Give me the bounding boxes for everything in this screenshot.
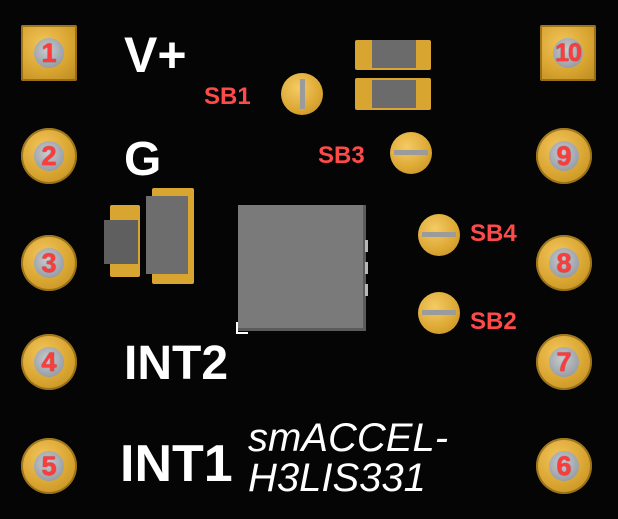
resistor-top-body — [372, 40, 416, 68]
pin-6-hole — [549, 451, 579, 481]
pin-2-label: 2 — [41, 140, 57, 171]
sb3-gap — [394, 150, 428, 155]
chip-pin — [365, 240, 368, 252]
int1-label: INT1 — [120, 435, 233, 493]
pin-5-label: 5 — [41, 450, 57, 481]
pin-8-pad: 8 — [536, 235, 592, 291]
sb2-solder-bridge — [418, 292, 460, 334]
pin-9-pad: 9 — [536, 128, 592, 184]
pin-8-hole — [549, 248, 579, 278]
pin1-indicator-mark — [236, 322, 248, 334]
sb3-solder-bridge — [390, 132, 432, 174]
sb4-solder-bridge — [418, 214, 460, 256]
capacitor-large-body — [146, 196, 188, 274]
sb3-label: SB3 — [318, 142, 365, 169]
int2-label: INT2 — [124, 337, 229, 390]
resistor-bottom-body — [372, 80, 416, 108]
pin-8-label: 8 — [556, 247, 572, 278]
pin-1-hole — [34, 38, 64, 68]
pin-9-label: 9 — [556, 140, 572, 171]
gnd-label: G — [124, 133, 162, 186]
pin-7-hole — [549, 347, 579, 377]
sb2-label: SB2 — [470, 308, 517, 335]
pin-5-hole — [34, 451, 64, 481]
chip-pin — [365, 284, 368, 296]
pin-6-label: 6 — [556, 450, 572, 481]
vplus-label: V+ — [124, 27, 187, 83]
pin-3-pad: 3 — [21, 235, 77, 291]
pin-2-pad: 2 — [21, 128, 77, 184]
sb1-label: SB1 — [204, 83, 251, 110]
sb4-label: SB4 — [470, 220, 517, 247]
pin-7-label: 7 — [556, 346, 572, 377]
sb2-gap — [422, 310, 456, 315]
pin-4-label: 4 — [41, 346, 57, 377]
pin-2-hole — [34, 141, 64, 171]
chip-pin — [365, 262, 368, 274]
pin-9-hole — [549, 141, 579, 171]
pin-10-pad: 10 — [540, 25, 596, 81]
pin-10-label: 10 — [555, 38, 582, 67]
sb1-solder-bridge — [281, 73, 323, 115]
sb1-gap — [300, 79, 305, 109]
product-name-line2: H3LIS331 — [248, 456, 426, 500]
pin-4-hole — [34, 347, 64, 377]
pin-4-pad: 4 — [21, 334, 77, 390]
pin-10-hole — [553, 38, 583, 68]
pin-6-pad: 6 — [536, 438, 592, 494]
pin-3-label: 3 — [41, 247, 57, 278]
pin-1-label: 1 — [41, 37, 57, 68]
product-name-line1: smACCEL- — [248, 416, 449, 460]
accelerometer-chip — [238, 205, 366, 331]
pin-5-pad: 5 — [21, 438, 77, 494]
pin-3-hole — [34, 248, 64, 278]
pin-7-pad: 7 — [536, 334, 592, 390]
capacitor-small-body — [104, 220, 138, 264]
sb4-gap — [422, 232, 456, 237]
pin-1-pad: 1 — [21, 25, 77, 81]
